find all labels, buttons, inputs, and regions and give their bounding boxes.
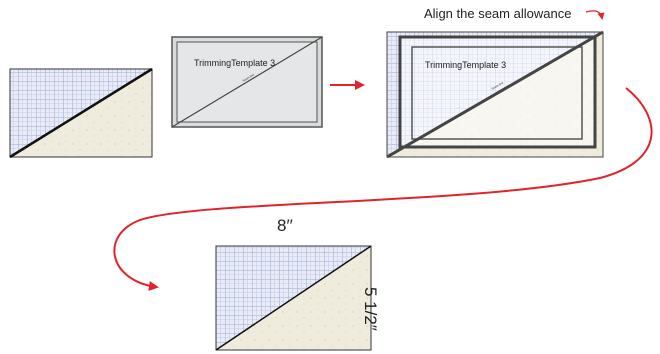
hst-block-trimmed: [215, 245, 372, 351]
template-seam-text: Seam line: [241, 72, 255, 82]
align-caption: Align the seam allowance: [424, 6, 572, 21]
template-label: TrimmingTemplate 3: [194, 58, 275, 68]
hst-block-untrimmed: [9, 67, 153, 159]
trimming-template: [171, 36, 323, 128]
template-on-block: [386, 30, 604, 159]
width-dimension-label: 8′′: [277, 216, 293, 235]
template-on-block-seam-text: Seam line: [491, 81, 505, 91]
long-curve-arrow: [113, 87, 653, 291]
caption-curve-arrow: [585, 10, 605, 20]
template-on-block-label: TrimmingTemplate 3: [425, 60, 506, 70]
height-dimension-label: 5 1/2″: [361, 287, 380, 331]
